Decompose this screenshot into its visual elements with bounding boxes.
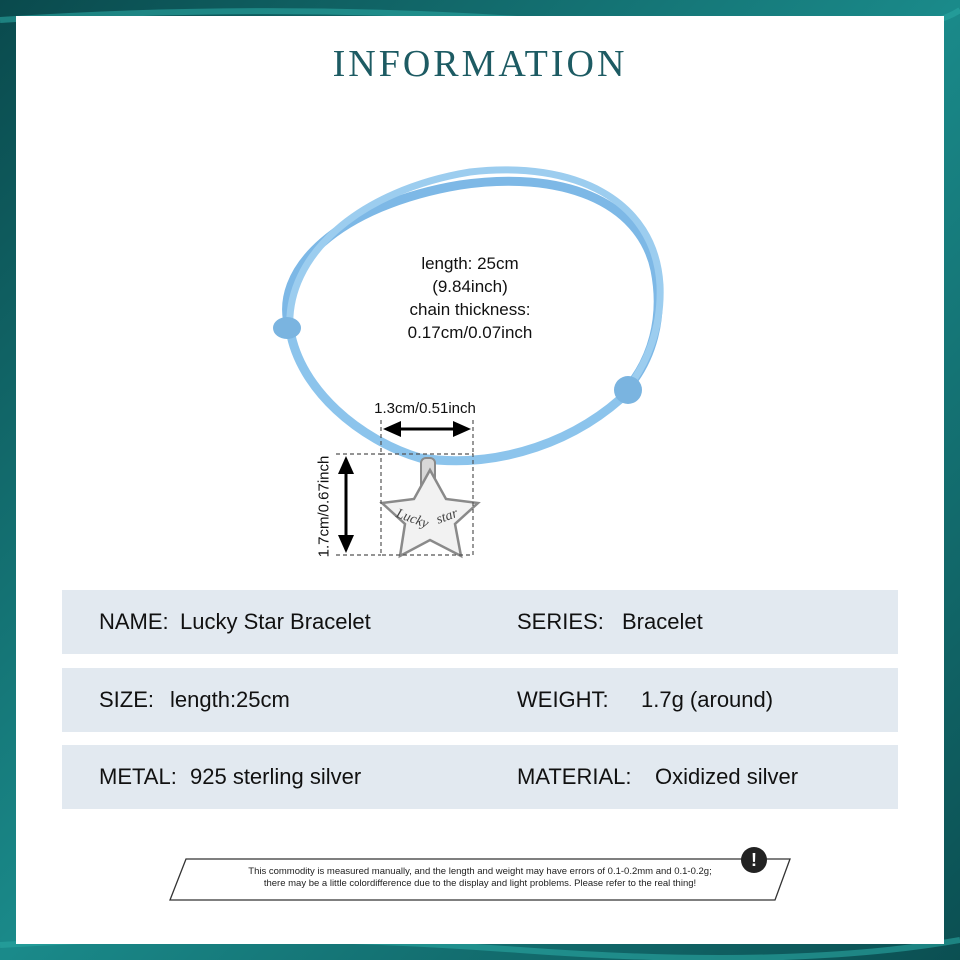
charm-width-label: 1.3cm/0.51inch <box>374 400 476 417</box>
disclaimer-line-2: there may be a little colordifference du… <box>263 878 697 889</box>
disclaimer-line-1: This commodity is measured manually, and… <box>248 866 712 877</box>
exclamation-circle-icon: ! <box>741 847 767 873</box>
series-value: Bracelet <box>622 609 703 634</box>
material-value: Oxidized silver <box>655 764 799 789</box>
weight-value: 1.7g (around) <box>641 687 774 712</box>
length-text: length: 25cm <box>421 254 519 273</box>
material-label: MATERIAL: <box>517 764 632 789</box>
spec-row-name: NAME: Lucky Star Bracelet SERIES: Bracel… <box>62 590 898 654</box>
bracelet-dimensions: length: 25cm (9.84inch) chain thickness:… <box>360 252 580 344</box>
weight-label: WEIGHT: <box>517 687 609 712</box>
engraving-star: star <box>434 506 460 528</box>
thickness-value: 0.17cm/0.07inch <box>407 323 533 342</box>
length-inch-text: (9.84inch) <box>432 277 508 296</box>
spec-row-metal: METAL: 925 sterling silver MATERIAL: Oxi… <box>62 745 898 809</box>
size-value: length:25cm <box>170 687 290 712</box>
metal-value: 925 sterling silver <box>190 764 362 789</box>
size-label: SIZE: <box>99 687 155 712</box>
disclaimer-text: This commodity is measured manually, and… <box>185 866 775 890</box>
metal-label: METAL: <box>99 764 177 789</box>
name-label: NAME: <box>99 609 169 634</box>
thickness-label: chain thickness: <box>409 300 531 319</box>
page-title: INFORMATION <box>332 43 628 85</box>
name-value: Lucky Star Bracelet <box>180 609 371 634</box>
series-label: SERIES: <box>517 609 604 634</box>
spec-row-size: SIZE: length:25cm WEIGHT: 1.7g (around) <box>62 668 898 732</box>
